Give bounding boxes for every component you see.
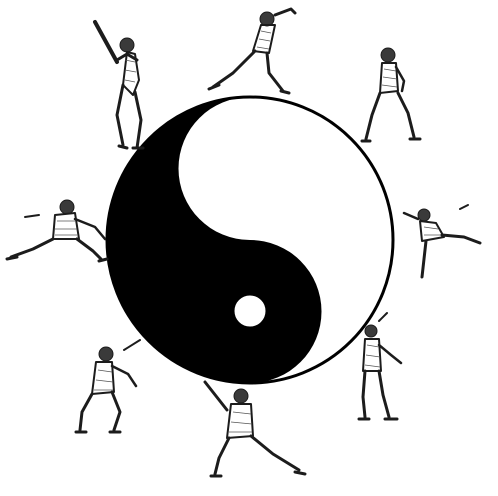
yin-dot xyxy=(231,292,269,330)
figure-bottom-left xyxy=(74,339,141,434)
figure-right xyxy=(402,204,482,279)
figure-top-right xyxy=(360,47,422,143)
figure-left xyxy=(5,199,109,263)
figure-bottom-right xyxy=(357,312,403,421)
yang-dot xyxy=(233,152,267,186)
figure-top-left xyxy=(93,20,145,150)
figure-bottom xyxy=(203,380,307,478)
figure-top xyxy=(207,7,297,95)
yin-yang-symbol xyxy=(105,95,395,385)
